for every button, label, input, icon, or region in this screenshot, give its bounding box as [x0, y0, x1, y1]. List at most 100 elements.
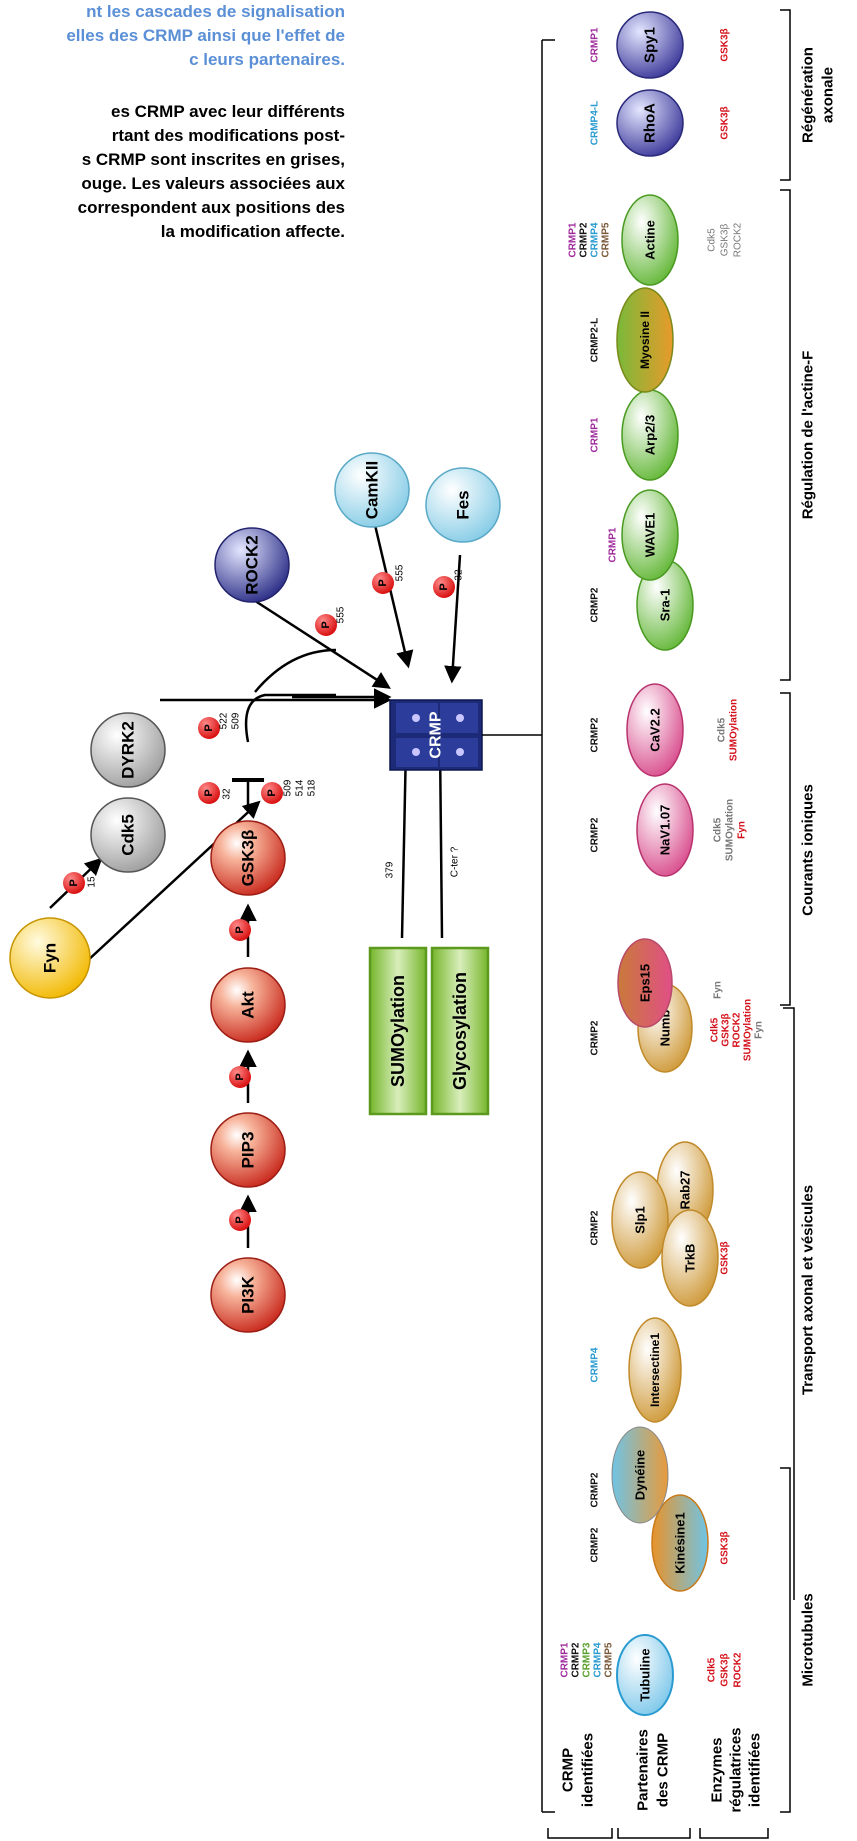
site-fyn-cdk5: 15: [87, 876, 98, 888]
svg-text:P: P: [234, 926, 246, 933]
enzyme-id: ROCK2: [733, 1652, 744, 1687]
site-sumo: 379: [385, 861, 396, 878]
crmp-id: CRMP2: [590, 1472, 601, 1507]
enzyme-id: SUMOylation: [725, 799, 736, 861]
partner-intersectine: Intersectine1: [628, 1317, 682, 1423]
row-labels: CRMP identifiées Partenaires des CRMP En…: [560, 1727, 764, 1812]
kinase-nodes: Fyn Cdk5 DYRK2 ROCK2 CamKII Fes PI3K PI: [9, 452, 501, 1333]
enzyme-id: Cdk5: [707, 228, 718, 252]
group-courants: Courants ioniques: [800, 784, 817, 916]
svg-text:P: P: [203, 789, 215, 796]
caption-body: es CRMP avec leur différents rtant des m…: [0, 100, 345, 244]
enzyme-id: Fyn: [754, 1021, 765, 1039]
crmp-id: CRMP5: [604, 1642, 615, 1677]
caption-top-line: elles des CRMP ainsi que l'effet de: [66, 26, 345, 45]
phospho-badge: P: [229, 919, 251, 941]
crmp-id: CRMP4: [590, 222, 601, 257]
svg-text:P: P: [266, 789, 278, 796]
modification-sumoylation: SUMOylation: [368, 946, 428, 1116]
kinase-akt: Akt: [210, 967, 286, 1043]
enzyme-id: GSK3β: [720, 106, 731, 139]
crmp-id: CRMP1: [568, 222, 579, 257]
crmp-id: CRMP2: [579, 222, 590, 257]
crmp-id: CRMP2: [590, 817, 601, 852]
kinase-label: PIP3: [239, 1132, 258, 1169]
enzyme-id: ROCK2: [733, 222, 744, 257]
phospho-badge: P: [198, 717, 220, 739]
partner-label: WAVE1: [643, 513, 658, 558]
phospho-badge: P: [198, 782, 220, 804]
crmp-id: CRMP2-L: [590, 318, 601, 362]
kinase-rock2: ROCK2: [214, 527, 290, 603]
caption-top-line: c leurs partenaires.: [189, 50, 345, 69]
enzyme-id: SUMOylation: [743, 999, 754, 1061]
site-gsk3b: 518: [307, 779, 318, 796]
phospho-badges: P P P P P P P P P P: [63, 572, 455, 1231]
partner-label: NaV1.07: [658, 805, 673, 856]
crmp-id: CRMP2: [590, 1527, 601, 1562]
caption-body-line: es CRMP avec leur différents: [111, 102, 345, 121]
partner-arp: Arp2/3: [621, 389, 679, 481]
svg-text:P: P: [438, 583, 450, 590]
svg-text:P: P: [203, 724, 215, 731]
partner-dyneine: Dynéine: [611, 1426, 669, 1524]
enzyme-id: ROCK2: [732, 1012, 743, 1047]
site-fes: 32: [454, 569, 465, 581]
crmp-id: CRMP2: [590, 587, 601, 622]
row-label-enzymes: identifiées: [747, 1733, 764, 1807]
partner-kinesine: Kinésine1: [651, 1494, 709, 1592]
connectors: [482, 39, 555, 1813]
partner-tubuline: Tubuline: [616, 1634, 674, 1716]
partner-cav: CaV2.2: [626, 683, 684, 777]
phospho-badge: P: [229, 1066, 251, 1088]
enzyme-id: GSK3β: [720, 28, 731, 61]
site-gsk3b: 514: [295, 779, 306, 796]
crmp-identifiers: CRMP1 CRMP2 CRMP3 CRMP4 CRMP5 CRMP2 CRMP…: [560, 27, 619, 1677]
kinase-label: Fyn: [41, 943, 60, 973]
enzyme-id: Cdk5: [707, 1657, 718, 1682]
site-glyco: C-ter ?: [450, 846, 461, 877]
enzyme-id: Fyn: [713, 981, 724, 999]
partner-label: Actine: [643, 220, 658, 260]
group-actine: Régulation de l'actine-F: [800, 351, 817, 520]
crmp-id: CRMP1: [560, 1642, 571, 1677]
kinase-label: Fes: [454, 490, 473, 519]
kinase-dyrk2: DYRK2: [90, 712, 166, 788]
caption-body-line: s CRMP sont inscrites en grises,: [81, 150, 345, 169]
enzyme-id: Fyn: [737, 821, 748, 839]
enzyme-id: GSK3β: [720, 1241, 731, 1274]
partner-spy1: Spy1: [616, 11, 684, 79]
group-regen: axonale: [820, 67, 837, 123]
partner-actine: Actine: [621, 194, 679, 286]
crmp-id: CRMP4-L: [590, 101, 601, 145]
phospho-sites: 15 522 509 32 509 514 518 555 555 32 379…: [87, 564, 465, 887]
partner-label: Sra-1: [658, 589, 673, 622]
partner-slp1: Slp1: [611, 1171, 669, 1269]
site-cdk5: 32: [222, 788, 233, 800]
phospho-badge: P: [372, 572, 394, 594]
row-brackets: [547, 1828, 769, 1839]
crmp-id: CRMP2: [590, 717, 601, 752]
row-label-enzymes: Enzymes: [709, 1737, 726, 1802]
enzyme-identifiers: Cdk5 GSK3β ROCK2 GSK3β GSK3β Cdk5 GSK3β …: [707, 28, 765, 1687]
site-cdk5-dyrk2: 522: [219, 712, 230, 729]
crmp-id: CRMP1: [608, 527, 619, 562]
partner-label: Kinésine1: [673, 1512, 688, 1573]
kinase-fyn: Fyn: [9, 917, 91, 999]
modification-glycosylation: Glycosylation: [430, 946, 490, 1116]
kinase-label: Akt: [239, 991, 258, 1019]
group-transport: Transport axonal et vésicules: [800, 1185, 817, 1395]
kinase-label: ROCK2: [243, 535, 262, 595]
partner-nav: NaV1.07: [636, 783, 694, 877]
phospho-badge: P: [315, 614, 337, 636]
phospho-badge: P: [63, 872, 85, 894]
partner-myosine: Myosine II: [616, 287, 674, 393]
partner-label: RhoA: [642, 103, 659, 143]
enzyme-id: Cdk5: [717, 717, 728, 742]
partner-wave1: WAVE1: [621, 489, 679, 581]
group-labels: Microtubules Transport axonal et vésicul…: [800, 47, 837, 1687]
modification-label: Glycosylation: [450, 972, 470, 1090]
svg-text:P: P: [68, 879, 80, 886]
partner-nodes: Tubuline Kinésine1 Dynéine Intersectine1…: [611, 11, 719, 1716]
kinase-camkii: CamKII: [334, 452, 410, 528]
